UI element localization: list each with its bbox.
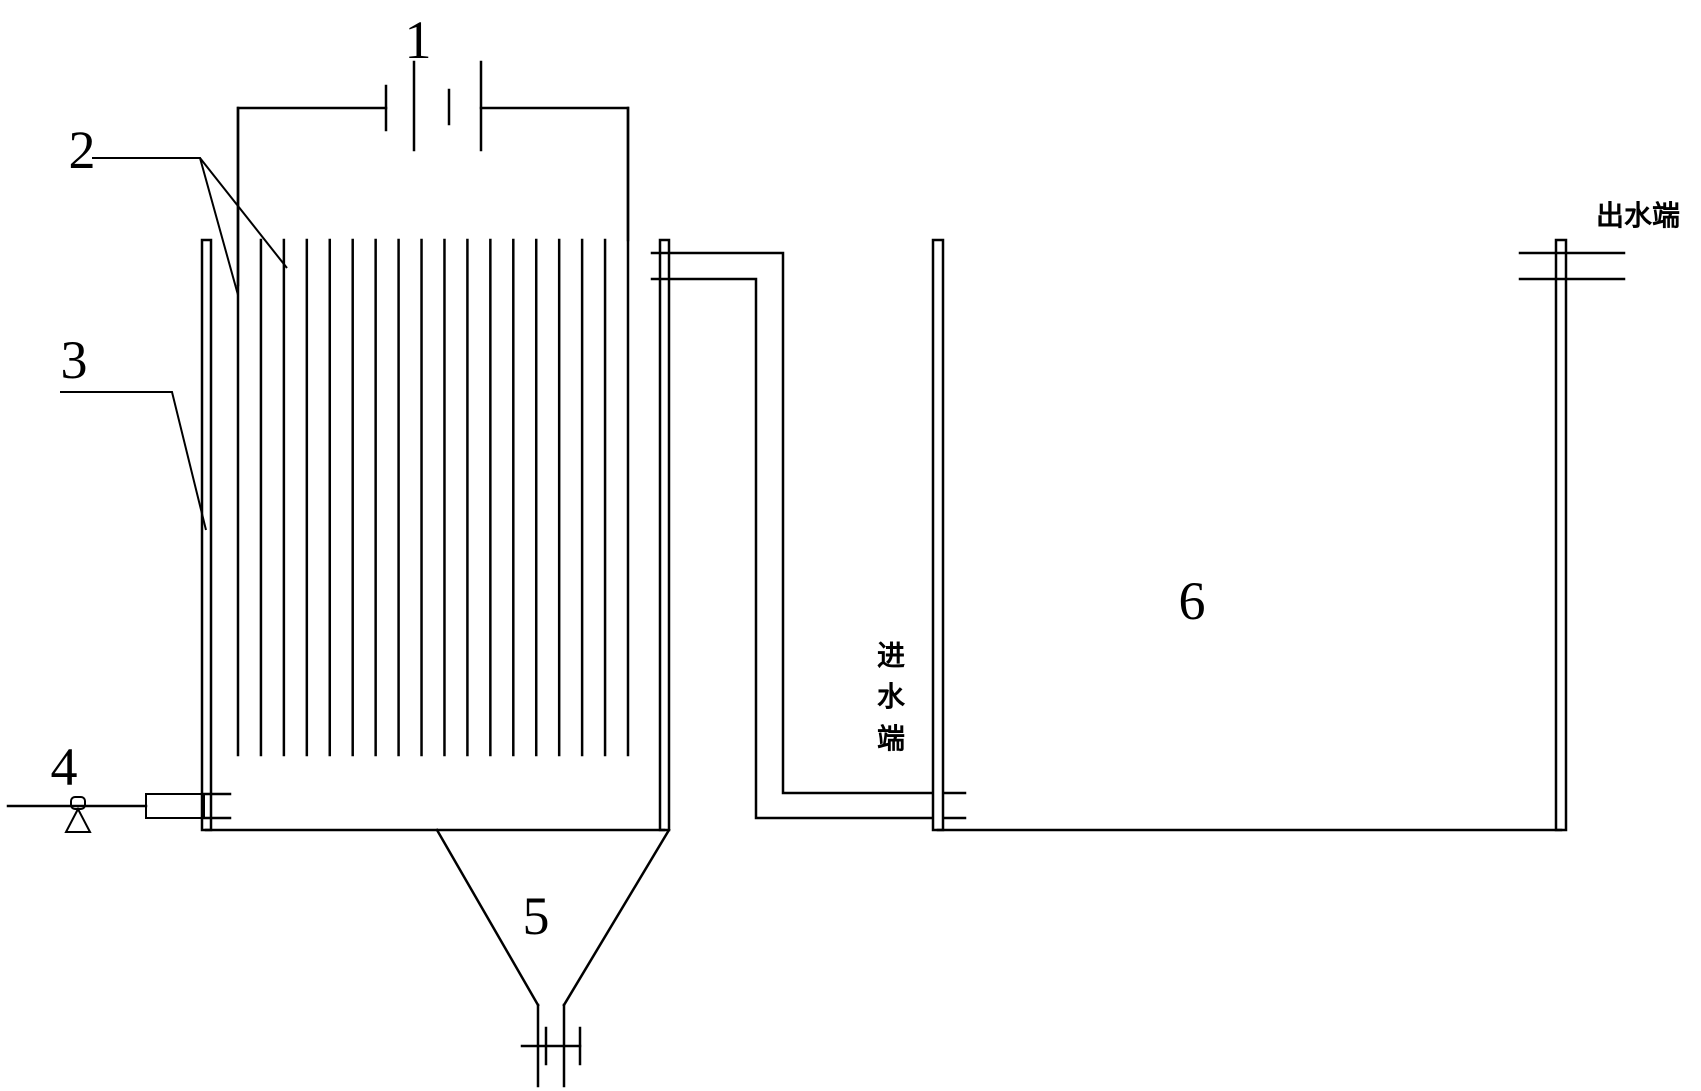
electrolysis-tank bbox=[200, 238, 671, 832]
outlet-label: 出水端 bbox=[1596, 199, 1680, 232]
hopper-right-side bbox=[562, 828, 671, 1007]
label-3: 3 bbox=[61, 330, 88, 390]
leader-3 bbox=[60, 391, 207, 531]
settling-left-wall bbox=[931, 238, 945, 832]
sludge-hopper bbox=[435, 828, 671, 1088]
pump-icon bbox=[64, 796, 92, 833]
hopper-left-side bbox=[435, 828, 540, 1007]
label-1: 1 bbox=[405, 10, 432, 70]
inlet-label-char-2: 水 bbox=[877, 680, 906, 713]
tank-right-wall bbox=[658, 238, 671, 832]
label-5: 5 bbox=[523, 886, 550, 946]
electrode-plates bbox=[236, 106, 630, 757]
air-inlet bbox=[6, 792, 232, 833]
inlet-pipe-stub bbox=[145, 793, 205, 819]
pipe-inner bbox=[650, 277, 967, 820]
pipe-outer bbox=[650, 251, 967, 795]
power-supply bbox=[236, 60, 630, 287]
connecting-pipe bbox=[650, 251, 967, 820]
label-4: 4 bbox=[51, 737, 78, 797]
tank-left-wall bbox=[200, 238, 213, 832]
inlet-label-char-3: 端 bbox=[877, 722, 905, 755]
settling-tank bbox=[931, 238, 1626, 832]
label-2: 2 bbox=[69, 120, 96, 180]
right-wire bbox=[479, 106, 630, 242]
inlet-label-char-1: 进 bbox=[877, 639, 905, 672]
settling-right-wall bbox=[1554, 238, 1568, 832]
leader-2-branch bbox=[199, 157, 288, 269]
label-6: 6 bbox=[1179, 571, 1206, 631]
leader-lines bbox=[60, 157, 288, 531]
